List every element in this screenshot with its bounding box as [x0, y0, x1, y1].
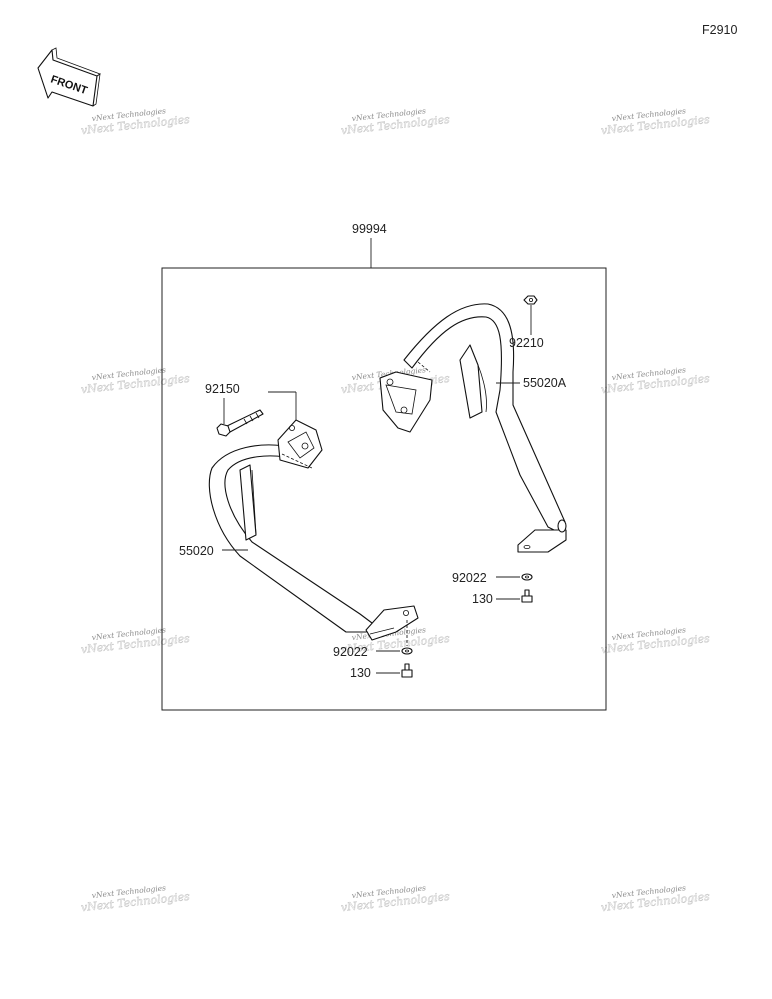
watermark: vNext Technologies vNext Technologies: [340, 883, 451, 914]
bolt-long-left[interactable]: [216, 409, 264, 437]
watermark: vNext Technologies vNext Technologies: [600, 106, 711, 137]
callout-washer-right[interactable]: 92022: [452, 571, 487, 585]
watermark: vNext Technologies vNext Technologies: [80, 625, 191, 656]
callout-guard-left[interactable]: 55020: [179, 544, 214, 558]
callout-washer-left[interactable]: 92022: [333, 645, 368, 659]
bolt-small-right[interactable]: [521, 589, 533, 603]
callout-bolt-small-left[interactable]: 130: [350, 666, 371, 680]
watermark: vNext Technologies vNext Technologies: [600, 365, 711, 396]
watermark-grid: vNext Technologies vNext Technologies vN…: [80, 106, 711, 914]
callout-bolt-small-right[interactable]: 130: [472, 592, 493, 606]
watermark: vNext Technologies vNext Technologies: [80, 365, 191, 396]
washer-right[interactable]: [521, 573, 533, 581]
watermark: vNext Technologies vNext Technologies: [80, 106, 191, 137]
figure-code: F2910: [702, 23, 737, 37]
callout-nut[interactable]: 92210: [509, 336, 544, 350]
washer-left[interactable]: [401, 647, 413, 655]
nut-right[interactable]: [523, 295, 538, 305]
callout-kit[interactable]: 99994: [352, 222, 387, 236]
kit-frame: [161, 267, 607, 711]
bolt-small-left[interactable]: [401, 663, 413, 678]
guard-right[interactable]: [379, 303, 567, 553]
watermark: vNext Technologies vNext Technologies: [340, 106, 451, 137]
guard-left[interactable]: [208, 419, 419, 641]
watermark: vNext Technologies vNext Technologies: [80, 883, 191, 914]
callout-guard-right[interactable]: 55020A: [523, 376, 567, 390]
callout-bolt-long[interactable]: 92150: [205, 382, 240, 396]
watermark: vNext Technologies vNext Technologies: [600, 625, 711, 656]
front-direction-arrow-icon: FRONT: [37, 47, 101, 107]
watermark: vNext Technologies vNext Technologies: [600, 883, 711, 914]
